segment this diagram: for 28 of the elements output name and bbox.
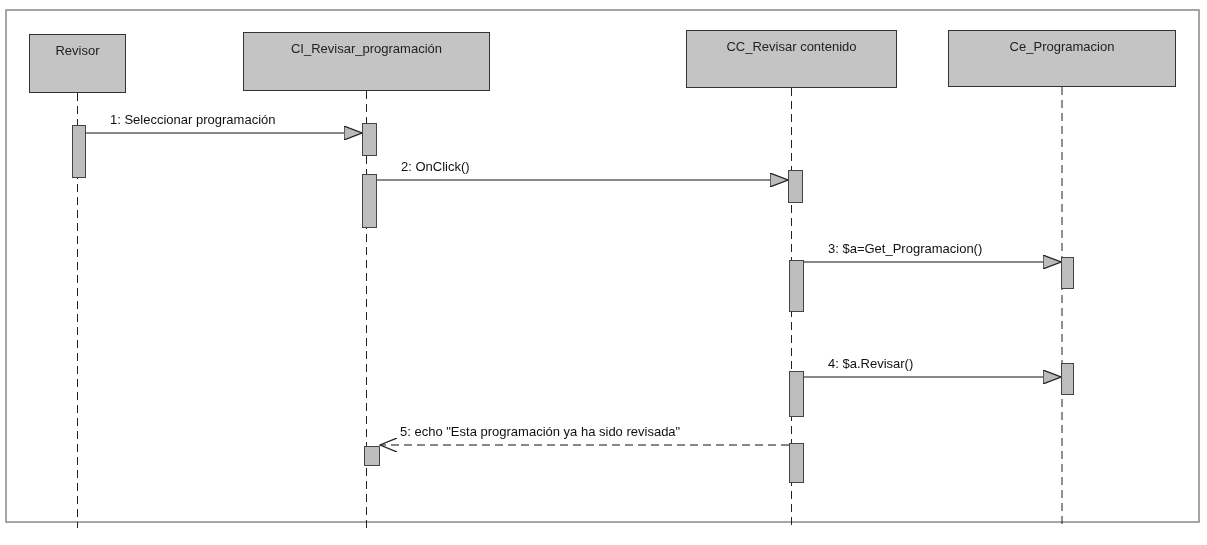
message-label: 4: $a.Revisar() <box>826 356 916 372</box>
message-arrow <box>803 369 1062 385</box>
activation-bar <box>72 125 86 178</box>
participant-name: CC_Revisar contenido <box>726 39 857 54</box>
participant-box <box>243 32 490 91</box>
return-message-arrow <box>379 437 790 453</box>
activation-bar <box>1061 363 1074 395</box>
activation-bar <box>364 446 380 466</box>
activation-bar <box>789 371 804 417</box>
activation-bar <box>788 170 803 203</box>
participant-name: Revisor <box>55 43 100 58</box>
message-label: 5: echo "Esta programación ya ha sido revisada" <box>398 424 683 440</box>
message-arrow <box>376 172 789 188</box>
participant-name: Ce_Programacion <box>1009 39 1115 54</box>
message-label: 1: Seleccionar programación <box>108 112 278 128</box>
message-label: 2: OnClick() <box>399 159 472 175</box>
activation-bar <box>789 443 804 483</box>
message-label: 3: $a=Get_Programacion() <box>826 241 985 257</box>
activation-bar <box>362 123 377 156</box>
participant-box <box>948 30 1176 87</box>
activation-bar <box>1061 257 1074 289</box>
participant-box <box>29 34 126 93</box>
activation-bar <box>362 174 377 228</box>
message-arrow <box>85 125 363 141</box>
participant-name: CI_Revisar_programación <box>291 41 442 56</box>
activation-bar <box>789 260 804 312</box>
message-arrow <box>803 254 1062 270</box>
participant-box <box>686 30 897 88</box>
